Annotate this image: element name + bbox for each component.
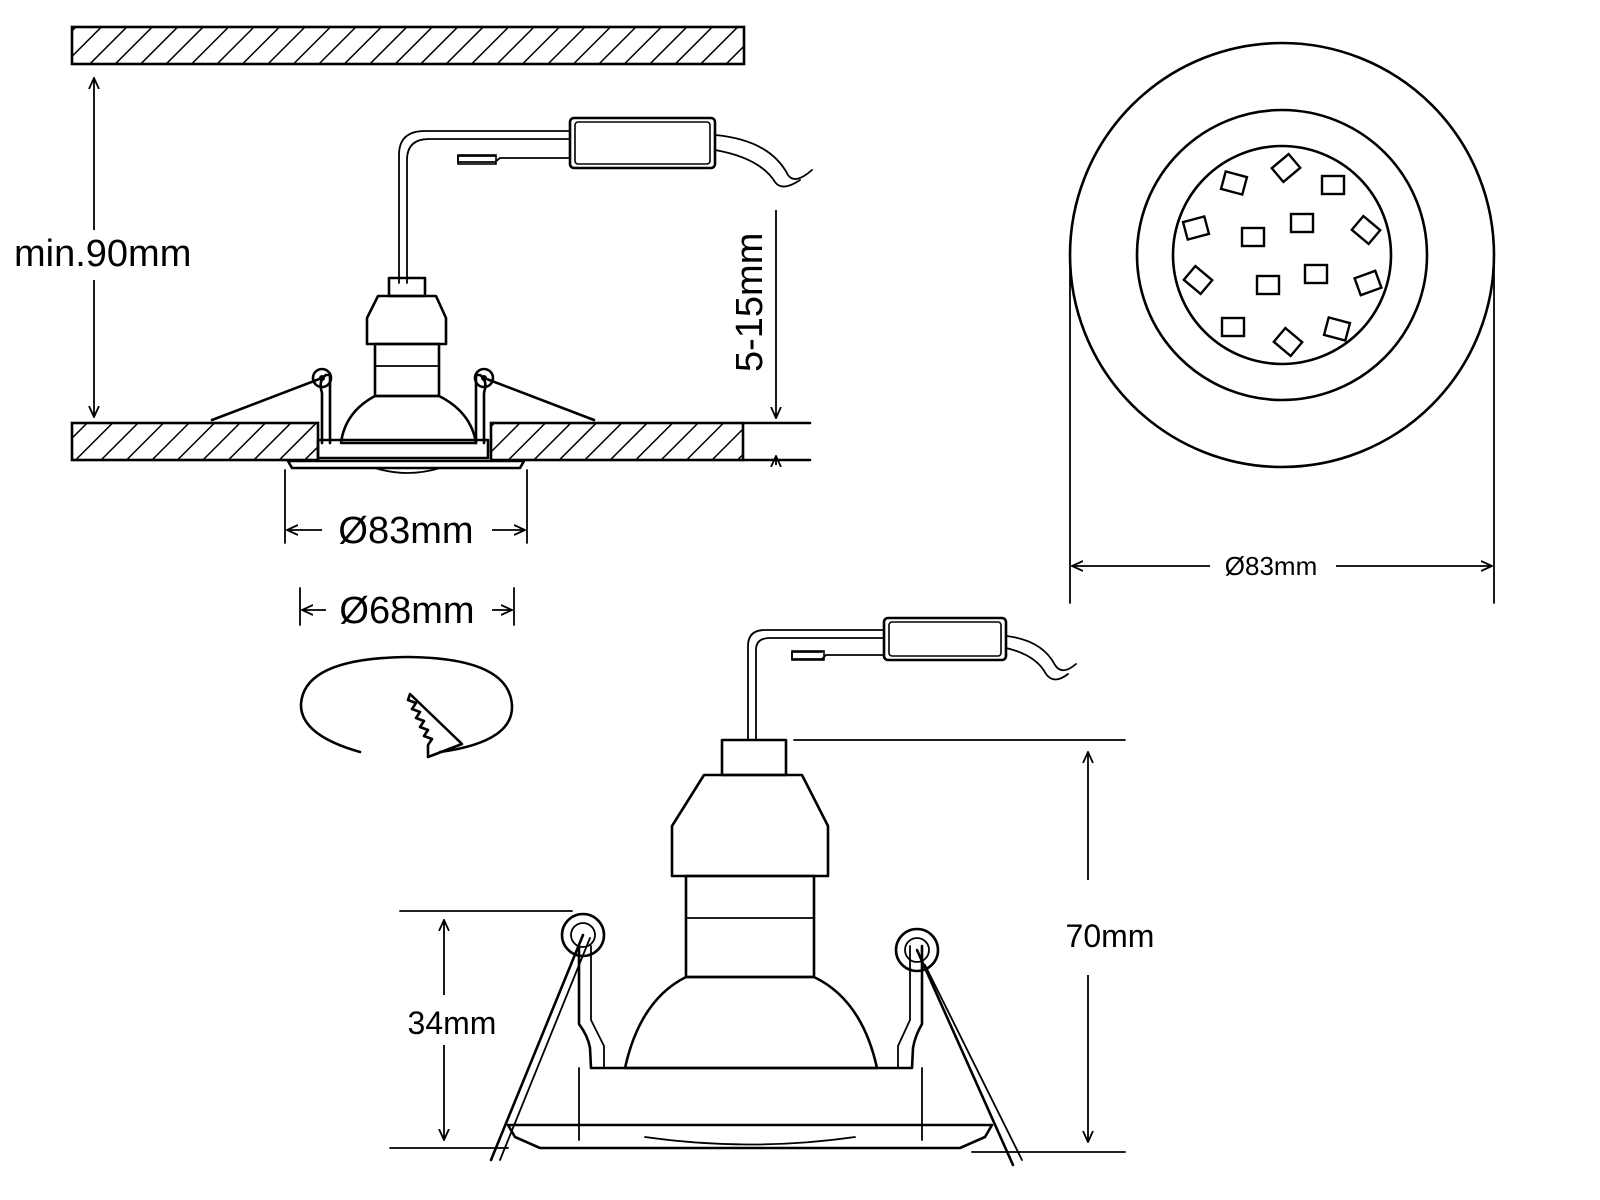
led-chip: [1289, 212, 1315, 234]
led-chip: [1240, 226, 1266, 248]
outer-ring: [1068, 41, 1496, 469]
total-height-label: 70mm: [1066, 918, 1155, 954]
led-chip: [1181, 214, 1211, 242]
spring-clip-right: [482, 376, 596, 422]
led-chip: [1220, 316, 1246, 338]
trim-plate: [506, 1123, 994, 1150]
saw-blade-icon: [406, 692, 464, 759]
front-view: Ø83mm: [1068, 41, 1496, 604]
ceiling-board-left: [70, 421, 320, 462]
installation-section: min.90mm 5-15mm Ø83mm Ø68mm: [14, 25, 813, 759]
ceiling-thickness-label: 5-15mm: [729, 233, 771, 372]
led-chip: [1322, 315, 1352, 343]
led-chip: [1350, 214, 1382, 246]
led-chip: [1353, 269, 1383, 297]
upper-slab: [70, 25, 746, 66]
led-chip: [1255, 274, 1281, 296]
led-lens: [1171, 144, 1393, 366]
side-elevation: 70mm 34mm: [389, 616, 1155, 1167]
frame-height-label: 34mm: [408, 1005, 497, 1041]
led-chip: [1272, 326, 1304, 358]
inner-ring: [1135, 108, 1429, 402]
cutout-hole: [299, 655, 514, 754]
spring-clip-left: [210, 376, 324, 422]
led-chip: [1219, 169, 1249, 197]
ceiling-board-right: [489, 421, 745, 462]
led-chip: [1303, 263, 1329, 285]
led-chip: [1320, 174, 1346, 196]
spring-clip-large-left: [489, 933, 585, 1162]
led-array: [1181, 152, 1383, 358]
lamp-large: [623, 738, 879, 1070]
lamp-small: [339, 276, 478, 445]
trim-ring-small: [286, 459, 526, 470]
cutout-diameter-label: Ø68mm: [339, 590, 474, 632]
led-chip: [1270, 152, 1302, 184]
outer-diameter-side-label: Ø83mm: [338, 510, 473, 552]
driver-box-large: [882, 616, 1008, 662]
lamp-cable: [398, 130, 571, 284]
outer-diameter-top-label: Ø83mm: [1225, 551, 1317, 581]
min-depth-label: min.90mm: [14, 233, 191, 275]
led-chip: [1182, 264, 1214, 296]
driver-box: [568, 116, 717, 170]
spring-clip-large-right: [915, 948, 1015, 1167]
